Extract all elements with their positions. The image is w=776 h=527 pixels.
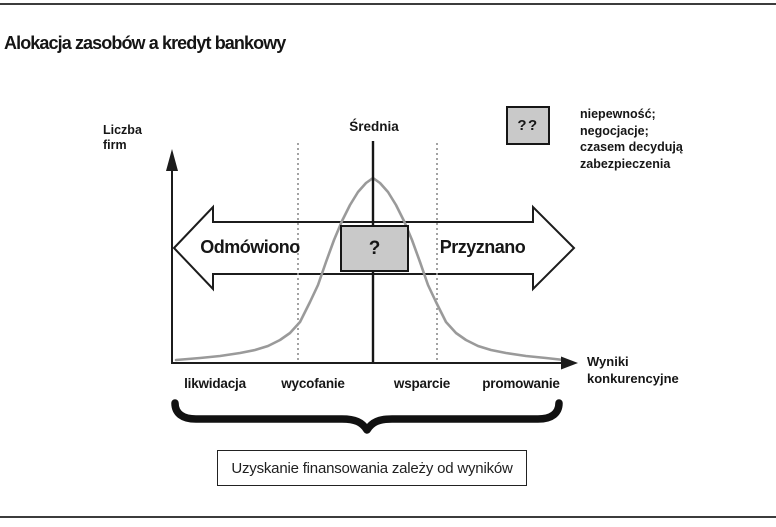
- caption-box: Uzyskanie finansowania zależy od wyników: [217, 450, 527, 486]
- zone-label-liquidation: likwidacja: [184, 376, 246, 391]
- arrow-label-granted: Przyznano: [439, 237, 526, 257]
- caption-text: Uzyskanie finansowania zależy od wyników: [231, 459, 513, 477]
- zone-label-withdrawal: wycofanie: [281, 376, 345, 391]
- question-box-symbol: ?: [368, 237, 381, 259]
- x-axis-label: Wyniki konkurencyjne: [587, 354, 679, 386]
- zone-label-support: wsparcie: [393, 376, 451, 391]
- legend-box-symbol: ??: [517, 117, 539, 134]
- question-box: [340, 225, 409, 272]
- mean-label: Średnia: [349, 119, 399, 134]
- zone-label-promotion: promowanie: [482, 376, 560, 391]
- underbrace: [171, 399, 563, 434]
- legend-note: niepewność; negocjacje; czasem decydują …: [580, 107, 683, 171]
- top-divider: [0, 3, 776, 5]
- bottom-divider: [0, 516, 776, 518]
- y-axis-label: Liczba firm: [103, 123, 142, 152]
- figure-title: Alokacja zasobów a kredyt bankowy: [4, 33, 286, 53]
- arrow-label-refused: Odmówiono: [200, 237, 300, 257]
- legend-question-box: [506, 106, 550, 145]
- y-axis-arrowhead-icon: [166, 149, 178, 171]
- x-axis-arrowhead-icon: [561, 356, 578, 370]
